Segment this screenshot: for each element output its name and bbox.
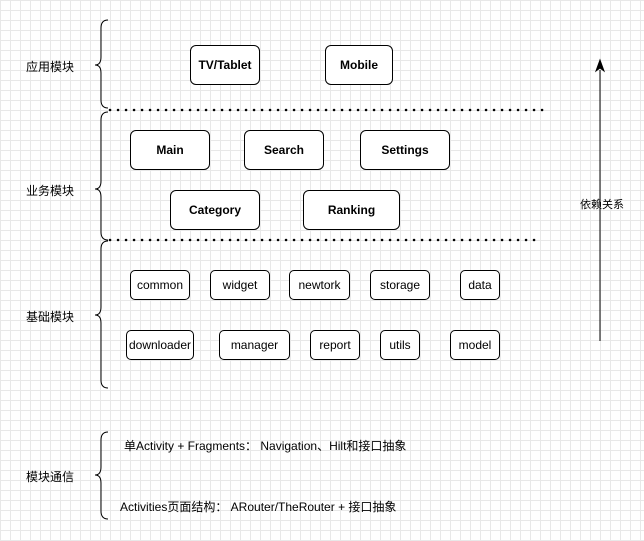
module-downloader[interactable]: downloader <box>126 330 194 360</box>
brace-comm <box>94 431 109 520</box>
section-label-business: 业务模块 <box>26 184 75 198</box>
module-tv-tablet[interactable]: TV/Tablet <box>190 45 260 85</box>
section-label-base: 基础模块 <box>26 310 75 324</box>
module-settings[interactable]: Settings <box>360 130 450 170</box>
module-main[interactable]: Main <box>130 130 210 170</box>
module-widget[interactable]: widget <box>210 270 270 300</box>
comm-activities: Activities页面结构： ARouter/TheRouter + 接口抽象 <box>120 500 397 514</box>
module-category[interactable]: Category <box>170 190 260 230</box>
brace-base <box>94 240 109 389</box>
module-ranking[interactable]: Ranking <box>303 190 400 230</box>
dependency-label: 依赖关系 <box>580 199 624 211</box>
section-label-comm: 模块通信 <box>26 470 75 484</box>
brace-app <box>94 19 109 109</box>
module-storage[interactable]: storage <box>370 270 430 300</box>
module-utils[interactable]: utils <box>380 330 420 360</box>
module-data[interactable]: data <box>460 270 500 300</box>
comm-single-activity: 单Activity + Fragments： Navigation、Hilt和接… <box>124 439 407 453</box>
dependency-arrow-head <box>594 58 606 73</box>
section-label-app: 应用模块 <box>26 60 75 74</box>
brace-business <box>94 111 109 241</box>
module-newtork[interactable]: newtork <box>289 270 350 300</box>
module-report[interactable]: report <box>310 330 360 360</box>
module-common[interactable]: common <box>130 270 190 300</box>
module-manager[interactable]: manager <box>219 330 290 360</box>
module-model[interactable]: model <box>450 330 500 360</box>
module-search[interactable]: Search <box>244 130 324 170</box>
module-mobile[interactable]: Mobile <box>325 45 393 85</box>
